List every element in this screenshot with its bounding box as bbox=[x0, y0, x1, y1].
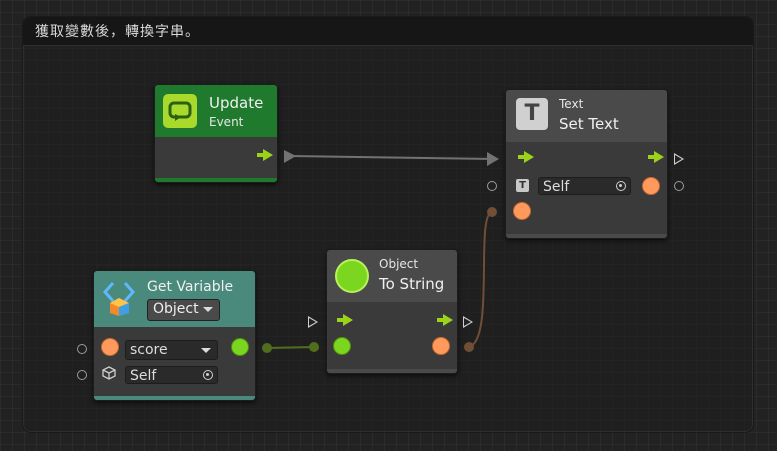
object-circle-icon bbox=[335, 259, 369, 293]
get-variable-left-hollow-port-2[interactable] bbox=[77, 370, 87, 380]
set-text-right-hollow-port[interactable] bbox=[674, 181, 684, 191]
set-text-footer bbox=[506, 234, 667, 238]
get-variable-header: Get Variable Object bbox=[94, 271, 255, 327]
set-text-output-port[interactable] bbox=[642, 177, 660, 195]
update-loop-icon bbox=[163, 94, 197, 128]
set-text-self-value: Self bbox=[543, 179, 570, 195]
dropdown-caret-icon bbox=[203, 307, 213, 312]
object-cube-icon bbox=[102, 365, 116, 380]
get-variable-name-input-port[interactable] bbox=[101, 338, 119, 356]
to-string-output-port[interactable] bbox=[432, 337, 450, 355]
set-text-category: Text bbox=[559, 97, 584, 111]
set-text-self-field[interactable]: Self bbox=[538, 177, 631, 195]
get-variable-left-hollow-port-1[interactable] bbox=[77, 344, 87, 354]
name-dropdown-caret-icon bbox=[201, 348, 211, 353]
update-event-node[interactable]: Update Event bbox=[154, 84, 278, 183]
set-text-left-hollow-port[interactable] bbox=[487, 181, 497, 191]
variable-name-value: score bbox=[130, 342, 168, 358]
update-node-header: Update Event bbox=[155, 85, 277, 137]
to-string-title: To String bbox=[379, 275, 445, 293]
to-string-external-flow-in[interactable] bbox=[308, 316, 318, 328]
update-node-footer bbox=[155, 178, 277, 182]
group-title[interactable]: 獲取變數後，轉換字串。 bbox=[23, 17, 753, 46]
to-string-footer bbox=[327, 369, 457, 373]
variable-code-icon bbox=[101, 278, 137, 316]
get-variable-self-value: Self bbox=[130, 368, 157, 384]
get-variable-title: Get Variable bbox=[147, 279, 234, 295]
set-text-node[interactable]: T Text Set Text T Self bbox=[505, 89, 668, 239]
set-text-title: Set Text bbox=[559, 115, 619, 133]
variable-name-dropdown[interactable]: score bbox=[125, 340, 218, 360]
set-text-flow-out-arrow[interactable] bbox=[648, 151, 664, 163]
text-small-icon: T bbox=[516, 179, 529, 192]
to-string-external-flow-out[interactable] bbox=[463, 316, 473, 328]
set-text-external-flow-out[interactable] bbox=[674, 153, 684, 165]
update-flow-out-arrow[interactable] bbox=[257, 149, 273, 161]
variable-kind-value: Object bbox=[153, 301, 199, 317]
to-string-input-port[interactable] bbox=[333, 337, 351, 355]
variable-kind-dropdown[interactable]: Object bbox=[147, 299, 220, 321]
update-title: Update bbox=[209, 94, 264, 112]
get-variable-node[interactable]: Get Variable Object score Self bbox=[93, 270, 256, 401]
get-variable-footer bbox=[94, 396, 255, 400]
to-string-header: Object To String bbox=[327, 250, 457, 302]
set-text-value-input-port[interactable] bbox=[513, 202, 531, 220]
set-text-flow-in-arrow[interactable] bbox=[518, 151, 534, 163]
to-string-category: Object bbox=[379, 257, 419, 271]
object-picker-icon[interactable] bbox=[616, 181, 626, 191]
get-variable-output-port[interactable] bbox=[231, 338, 249, 356]
set-text-header: T Text Set Text bbox=[506, 90, 667, 142]
get-variable-self-field[interactable]: Self bbox=[125, 366, 218, 384]
text-T-icon: T bbox=[516, 98, 548, 130]
object-picker-icon[interactable] bbox=[203, 370, 213, 380]
to-string-node[interactable]: Object To String bbox=[326, 249, 458, 374]
to-string-flow-in-arrow[interactable] bbox=[337, 314, 353, 326]
to-string-flow-out-arrow[interactable] bbox=[437, 314, 453, 326]
update-subtitle: Event bbox=[209, 115, 244, 129]
